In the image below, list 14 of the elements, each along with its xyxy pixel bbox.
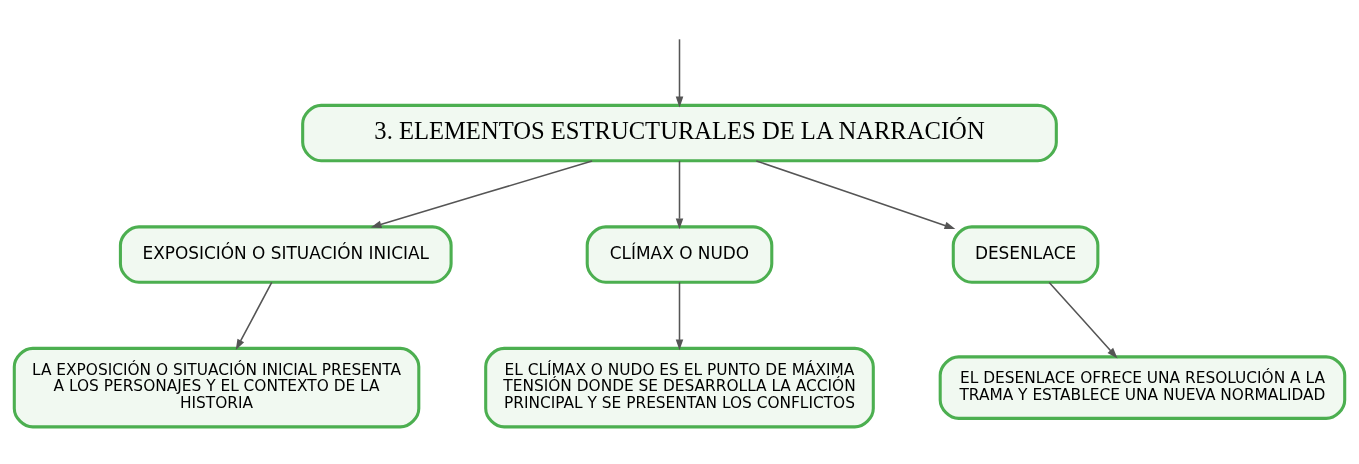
arrow: [675, 281, 684, 350]
arrow: [675, 159, 684, 229]
arrow: [235, 281, 273, 350]
node-box: EL DESENLACE OFRECE UNA RESOLUCIÓN A LA TRAMA Y ESTABLECE UNA NUEVA NORMALIDAD: [938, 354, 1347, 420]
arrow: [755, 159, 956, 229]
arrow: [675, 38, 684, 107]
node-box: 3. ELEMENTOS ESTRUCTURALES DE LA NARRACIÓN: [301, 103, 1058, 162]
arrow: [370, 159, 593, 228]
node-box: LA EXPOSICIÓN O SITUACIÓN INICIAL PRESENTA A LOS PERSONAJES Y EL CONTEXTO DE LA HISTORIA: [12, 346, 421, 428]
node-box: EXPOSICIÓN O SITUACIÓN INICIAL: [118, 224, 453, 284]
node-box: DESENLACE: [951, 224, 1100, 284]
node-box: CLÍMAX O NUDO: [585, 224, 774, 284]
arrow: [1048, 281, 1118, 358]
node-box: EL CLÍMAX O NUDO ES EL PUNTO DE MÁXIMA TENSIÓN DONDE SE DESARROLLA LA ACCIÓN PRINCIPAL Y SE PRESENTAN LOS CONFLICTOS: [484, 346, 875, 428]
